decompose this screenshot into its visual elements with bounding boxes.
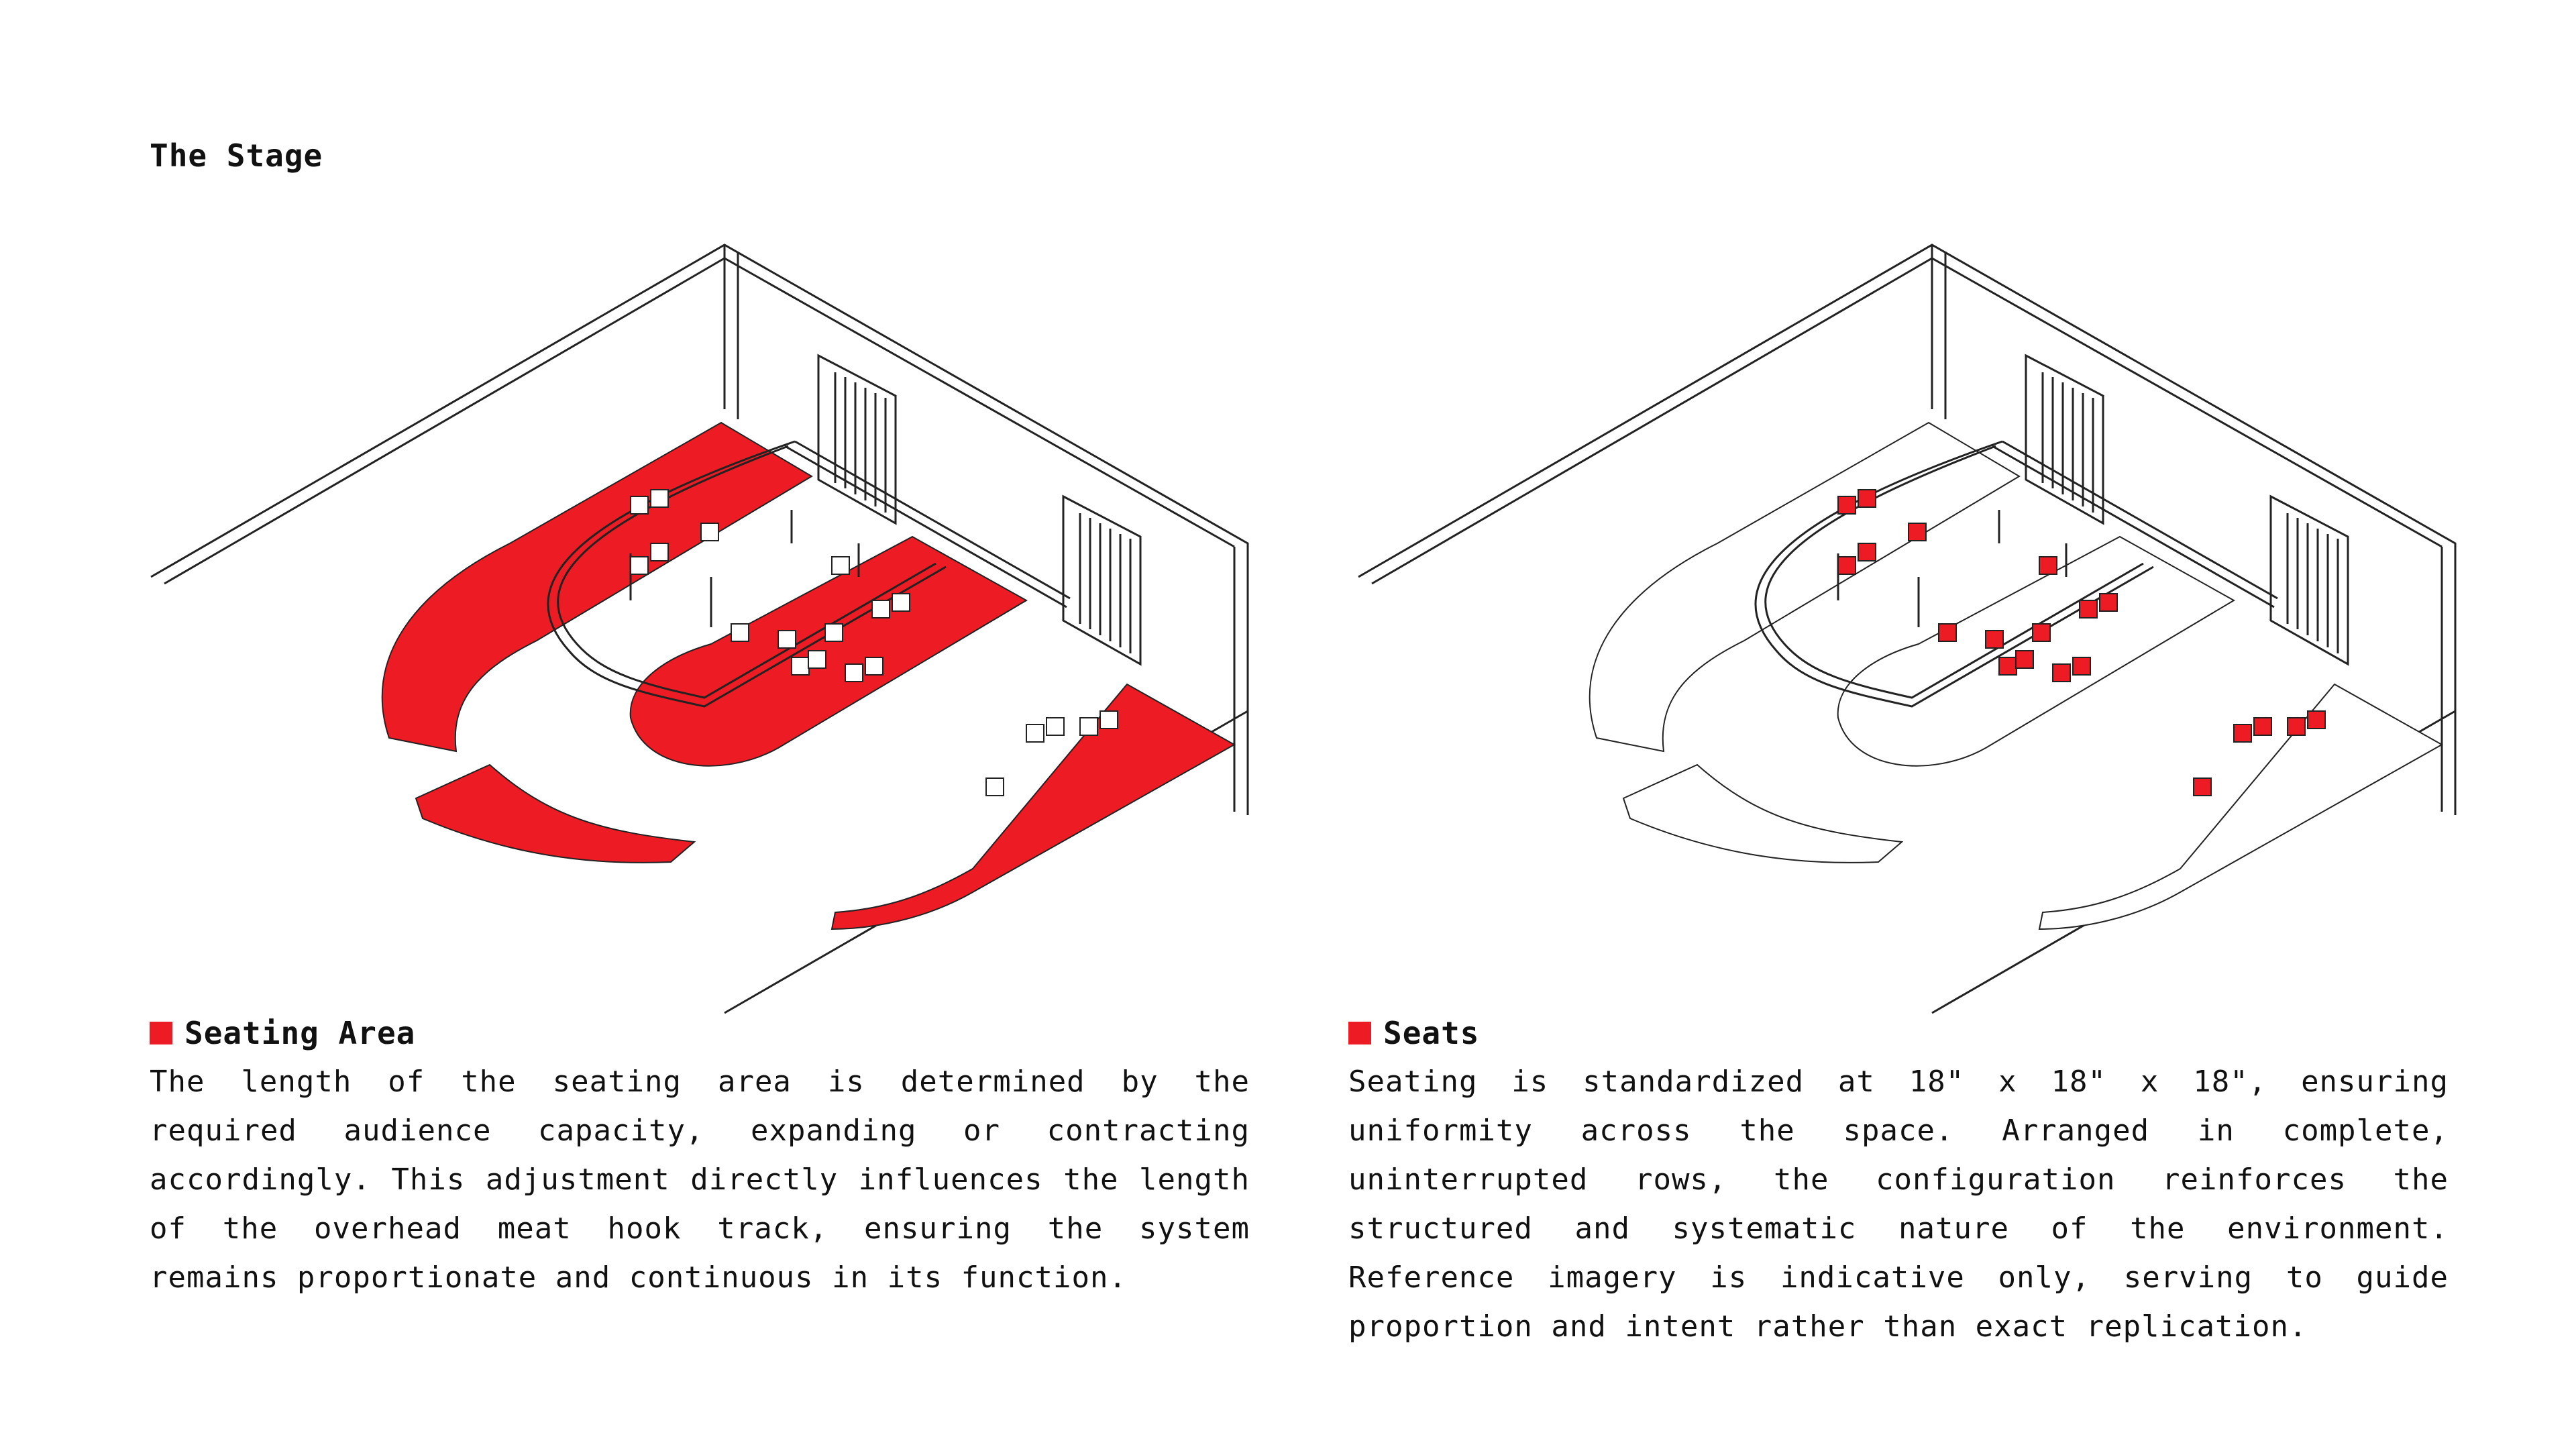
- gate-front: [1062, 494, 1142, 666]
- page-title: The Stage: [150, 138, 323, 174]
- seating-area-heading-row: Seating Area: [150, 1013, 1250, 1053]
- seat-cubes: [1837, 489, 2326, 796]
- seats-heading-row: Seats: [1348, 1013, 2449, 1053]
- seats-diagram: [1342, 228, 2496, 1020]
- seating-area-description: The length of the seating area is determ…: [150, 1065, 1250, 1295]
- gate-back: [817, 354, 897, 525]
- seating-platforms-outline: [1589, 421, 2444, 930]
- seats-heading: Seats: [1383, 1015, 1480, 1051]
- platform-front-left-arc: [415, 763, 696, 863]
- seating-area-axonometric: [150, 244, 1249, 1014]
- legend-swatch-red: [150, 1022, 172, 1044]
- seats-axonometric: [1358, 244, 2457, 1014]
- platform-back-curved: [381, 421, 813, 753]
- room-walls: [150, 244, 1249, 1014]
- seats-description: Seating is standardized at 18" x 18" x 1…: [1348, 1065, 2449, 1344]
- seat-cubes: [630, 489, 1118, 796]
- platform-front-long: [830, 683, 1236, 930]
- room-walls: [1358, 244, 2457, 1014]
- seats-caption: Seats Seating is standardized at 18" x 1…: [1348, 1013, 2449, 1351]
- gate-front: [2269, 494, 2349, 666]
- seating-platforms: [381, 421, 1236, 930]
- platform-middle-rounded: [629, 535, 1028, 767]
- seating-area-heading: Seating Area: [184, 1015, 416, 1051]
- seating-area-diagram: [134, 228, 1288, 1020]
- gate-back: [2025, 354, 2104, 525]
- legend-swatch-red: [1348, 1022, 1371, 1044]
- seating-area-caption: Seating Area The length of the seating a…: [150, 1013, 1250, 1302]
